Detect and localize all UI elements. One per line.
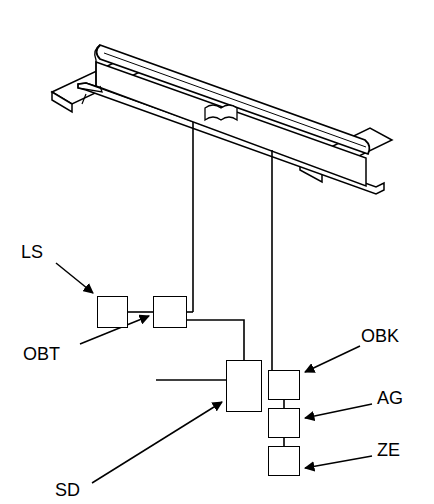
obt-box: OBT — [153, 296, 187, 328]
wire — [187, 320, 244, 360]
callout-label: OBT — [23, 345, 60, 363]
ls-box: LS — [97, 296, 128, 328]
callout-label: SD — [55, 481, 80, 499]
obk-box: OBK — [268, 370, 300, 400]
ze-box: ZE — [268, 446, 300, 476]
ag-box: AG — [268, 408, 300, 438]
callout-label: LS — [21, 243, 43, 261]
wire — [283, 438, 285, 446]
wire — [283, 400, 285, 408]
callout-label: OBK — [361, 327, 399, 345]
wire — [128, 311, 153, 313]
callout-label: ZE — [377, 441, 400, 459]
sd-box: SD — [226, 360, 262, 412]
callout-label: AG — [377, 389, 403, 407]
